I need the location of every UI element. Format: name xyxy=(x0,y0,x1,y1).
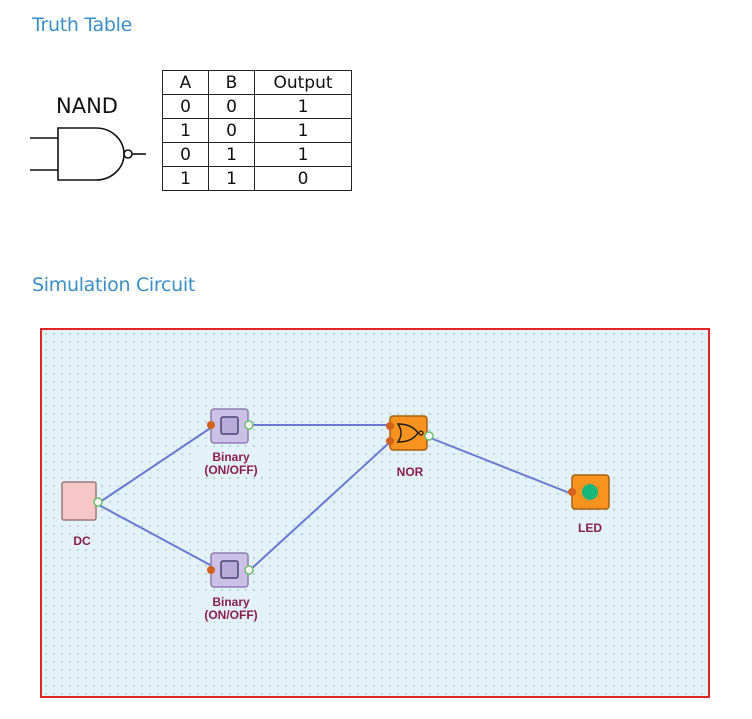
wire-binary-bottom-to-nor xyxy=(249,441,391,571)
binary-top-label-line1: Binary xyxy=(212,450,250,464)
wire-dc-to-binary-bottom xyxy=(96,503,213,567)
binary-switch-bottom[interactable] xyxy=(207,552,254,588)
cell-b: 1 xyxy=(208,166,255,191)
cell-a: 0 xyxy=(162,142,209,167)
nor-gate[interactable] xyxy=(386,415,434,451)
cell-output: 1 xyxy=(254,142,352,167)
binary-bottom-label-line2: (ON/OFF) xyxy=(204,608,258,622)
truth-table-header-row: A B Output xyxy=(162,70,352,95)
truth-table: A B Output 0 0 1 1 0 1 0 1 1 1 1 0 xyxy=(162,70,352,191)
nand-gate-symbol xyxy=(30,127,146,181)
column-header-output: Output xyxy=(254,70,352,95)
cell-a: 0 xyxy=(162,94,209,119)
dc-label: DC xyxy=(68,535,96,548)
binary-top-label-line2: (ON/OFF) xyxy=(204,463,258,477)
circuit-diagram xyxy=(61,408,610,588)
truth-table-heading: Truth Table xyxy=(32,14,133,36)
simulation-heading: Simulation Circuit xyxy=(32,274,196,296)
binary-bottom-label: Binary (ON/OFF) xyxy=(196,596,266,622)
cell-b: 1 xyxy=(208,142,255,167)
cell-output: 1 xyxy=(254,118,352,143)
binary-top-label: Binary (ON/OFF) xyxy=(196,451,266,477)
table-row: 0 1 1 xyxy=(162,142,352,167)
cell-a: 1 xyxy=(162,118,209,143)
cell-b: 0 xyxy=(208,94,255,119)
cell-a: 1 xyxy=(162,166,209,191)
gate-name-label: NAND xyxy=(56,94,118,118)
cell-b: 0 xyxy=(208,118,255,143)
binary-switch-top[interactable] xyxy=(207,408,254,444)
table-row: 1 0 1 xyxy=(162,118,352,143)
binary-bottom-label-line1: Binary xyxy=(212,595,250,609)
cell-output: 0 xyxy=(254,166,352,191)
circuit-canvas[interactable]: DC Binary (ON/OFF) Binary (ON/OFF) NOR L… xyxy=(40,328,710,698)
table-row: 1 1 0 xyxy=(162,166,352,191)
led[interactable] xyxy=(568,474,610,510)
nor-label: NOR xyxy=(392,466,428,479)
cell-output: 1 xyxy=(254,94,352,119)
wire-nor-to-led xyxy=(427,436,573,495)
led-label: LED xyxy=(572,522,608,535)
column-header-a: A xyxy=(162,70,209,95)
column-header-b: B xyxy=(208,70,255,95)
table-row: 0 0 1 xyxy=(162,94,352,119)
dc-source[interactable] xyxy=(61,481,103,521)
wire-dc-to-binary-top xyxy=(96,426,213,505)
